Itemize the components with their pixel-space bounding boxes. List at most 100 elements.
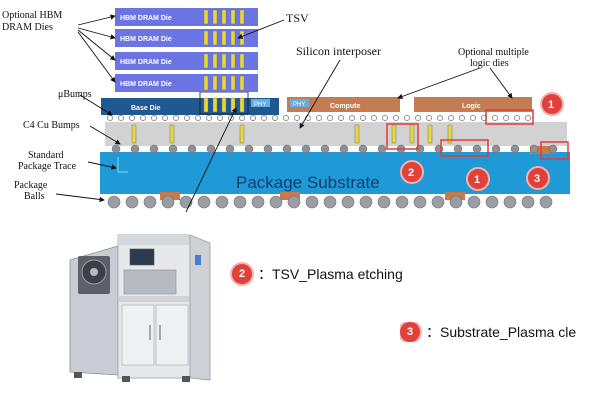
package-substrate (100, 152, 570, 194)
marker-1-top: 1 (540, 92, 564, 116)
c4-bump (377, 144, 387, 154)
ubump (173, 115, 179, 121)
ubump (338, 115, 344, 121)
interposer-tsv (239, 124, 245, 144)
package-ball (143, 195, 157, 209)
c4-bump (320, 144, 330, 154)
ubump (162, 115, 168, 121)
arrow-hbm-4 (77, 31, 116, 83)
arrow-c4 (89, 125, 121, 145)
hbm-die-label: HBM DRAM Die (120, 36, 172, 43)
machine-right-tower (189, 234, 211, 381)
ubump (316, 115, 322, 121)
c4-bump (206, 144, 216, 154)
arrow-hbm-1 (77, 14, 116, 26)
interposer-tsv-group (131, 124, 453, 144)
c4-bump (434, 144, 444, 154)
arrow-trace (87, 161, 117, 170)
c4-bump (111, 144, 121, 154)
marker-3-diagram: 3 (526, 166, 550, 190)
base-die-phy-label: PHY (254, 102, 266, 108)
legend-separator: ： (426, 324, 440, 340)
highlight-box-interposer-tsv (386, 123, 419, 150)
marker-2-diagram: 2 (400, 160, 424, 184)
ubump (393, 115, 399, 121)
machine-foot (122, 376, 130, 382)
substrate-trace-mid (280, 192, 300, 200)
c4-bump (225, 144, 235, 154)
hbm-tsv (203, 75, 209, 91)
ubump (470, 115, 476, 121)
ubump (250, 115, 256, 121)
base-die-phy (251, 99, 270, 107)
ubump (261, 115, 267, 121)
package-ball (305, 195, 319, 209)
package-balls-label: Package (14, 180, 48, 191)
optional-logic-label-line2: logic dies (470, 58, 509, 69)
ubump (404, 115, 410, 121)
c4-bump (168, 144, 178, 154)
legend-item-tsv-plasma: 2 ： TSV_Plasma etching (232, 264, 403, 284)
arrow-hbm-3 (77, 29, 116, 61)
arrow-interposer (299, 59, 341, 129)
package-ball (215, 195, 229, 209)
machine-window (123, 269, 177, 295)
ubump (525, 115, 531, 121)
machine-foot (182, 376, 190, 382)
ubump (371, 115, 377, 121)
standard-package-trace (117, 157, 128, 173)
c4-bump (263, 144, 273, 154)
machine-status-light (195, 255, 201, 265)
c4-bumps-label: C4 Cu Bumps (23, 120, 80, 131)
ubump (426, 115, 432, 121)
package-ball (485, 195, 499, 209)
ubump (195, 115, 201, 121)
arrow-balls (55, 193, 105, 203)
logic-die-label: Logic (462, 103, 481, 110)
machine-foot (74, 372, 82, 378)
legend-badge-3: 3 (400, 322, 420, 342)
package-ball (323, 195, 337, 209)
tsv-label: TSV (286, 11, 309, 25)
package-ball (377, 195, 391, 209)
hbm-tsv (212, 9, 218, 25)
silicon-interposer-label: Silicon interposer (296, 44, 381, 58)
ubump (140, 115, 146, 121)
hbm-tsv (221, 30, 227, 46)
package-ball (287, 195, 301, 209)
ubumps-label: μBumps (58, 89, 92, 100)
arrow-tsv (237, 19, 285, 39)
hbm-tsv (239, 97, 245, 113)
ubump (283, 115, 289, 121)
machine-panel-strip (118, 296, 190, 302)
package-ball (269, 195, 283, 209)
c4-bump (358, 144, 368, 154)
legend-item-substrate-plasma: 3 ： Substrate_Plasma cle (400, 322, 600, 342)
ubumps-row (107, 115, 531, 121)
compute-die-phy (290, 99, 309, 107)
ubump (118, 115, 124, 121)
hbm-tsv (239, 30, 245, 46)
package-ball (341, 195, 355, 209)
machine-door-right (155, 304, 189, 366)
ubump (217, 115, 223, 121)
ubump (382, 115, 388, 121)
c4-bump (339, 144, 349, 154)
package-ball (395, 195, 409, 209)
silicon-interposer (105, 122, 567, 146)
package-ball (449, 195, 463, 209)
ubump (327, 115, 333, 121)
hbm-tsv (212, 53, 218, 69)
hbm-tsv (221, 75, 227, 91)
c4-bump (510, 144, 520, 154)
ubump (349, 115, 355, 121)
hbm-stack: HBM DRAM Die HBM DRAM Die HBM DRAM Die H… (115, 8, 258, 92)
svg-text:2: 2 (408, 167, 414, 179)
ubump (184, 115, 190, 121)
package-ball (539, 195, 553, 209)
hbm-tsv (203, 97, 209, 113)
svg-text:3: 3 (534, 173, 540, 185)
package-ball (161, 195, 175, 209)
highlight-box-c4-bumps (440, 139, 489, 157)
